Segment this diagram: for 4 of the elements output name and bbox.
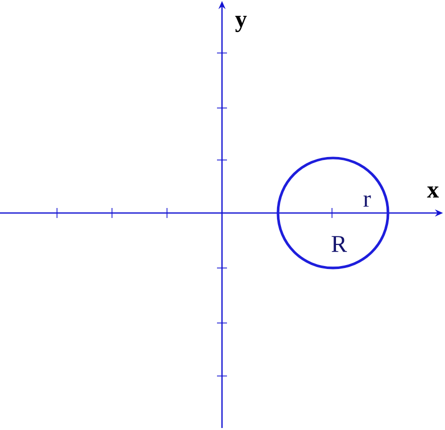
radius-label: r [364,195,371,207]
axis-label: y [235,16,247,32]
axis-label: x [427,186,439,198]
center-label: R [332,236,347,252]
